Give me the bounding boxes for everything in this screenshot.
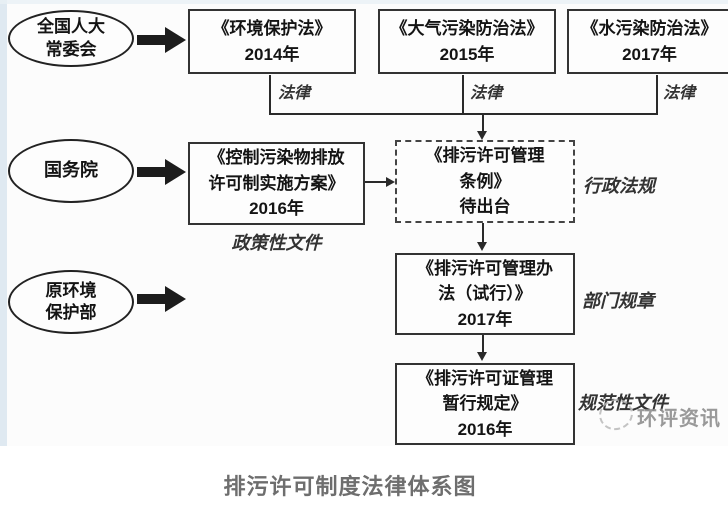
arrowhead-right-icon: [386, 177, 395, 187]
connector-regulation-to-measures: [482, 223, 484, 243]
diagram-image-area: 全国人大 常委会 《环境保护法》 2014年 《大气污染防治法》 2015年 《…: [0, 0, 728, 446]
watermark-text: 环评资讯: [637, 408, 721, 430]
box-water-pollution-law: 《水污染防治法》 2017年: [567, 9, 728, 74]
npc-label-line1: 全国人大: [37, 17, 105, 37]
arrowhead-down-icon: [477, 352, 487, 361]
policy-line1: 《控制污染物排放: [208, 148, 345, 168]
tag-normative-document: 规范性文件: [578, 393, 668, 413]
tag-law-3: 法律: [663, 85, 696, 102]
image-left-edge-tint: [0, 0, 7, 446]
connector-laws-join: [269, 113, 658, 115]
ellipse-state-council: 国务院: [8, 139, 134, 203]
connector-laws-to-regulation: [482, 115, 484, 132]
box-air-pollution-law: 《大气污染防治法》 2015年: [378, 9, 556, 74]
arrow-bar: [137, 294, 167, 304]
box-environmental-protection-law: 《环境保护法》 2014年: [188, 9, 356, 74]
arrow-head: [165, 286, 186, 312]
arrow-bar: [137, 35, 167, 45]
tag-law-1: 法律: [278, 85, 311, 102]
thick-right-arrow-icon: [137, 159, 186, 185]
connector-plan-to-regulation: [365, 181, 387, 183]
arrowhead-down-icon: [477, 242, 487, 251]
regulation-line1: 《排污许可管理: [425, 146, 545, 166]
tag-administrative-regulation: 行政法规: [583, 176, 655, 196]
connector-law1-drop: [269, 75, 271, 113]
connector-law3-drop: [656, 75, 658, 113]
law3-title: 《水污染防治法》: [581, 19, 718, 38]
box-permit-regulation-pending: 《排污许可管理 条例》 待出台: [395, 140, 575, 223]
law1-year: 2014年: [244, 44, 300, 64]
box-implementation-plan: 《控制污染物排放 许可制实施方案》 2016年: [188, 142, 365, 225]
normative-line3: 2016年: [457, 419, 513, 439]
former-mep-line1: 原环境: [45, 280, 97, 300]
thick-right-arrow-icon: [137, 286, 186, 312]
image-top-edge-tint: [0, 0, 728, 4]
law3-year: 2017年: [622, 44, 677, 64]
thick-right-arrow-icon: [137, 27, 186, 53]
law2-title: 《大气污染防治法》: [390, 19, 544, 38]
policy-line2: 许可制实施方案》: [208, 173, 345, 193]
dept-rule-line2: 法（试行）》: [438, 284, 532, 304]
ellipse-npc-standing-committee: 全国人大 常委会: [8, 10, 134, 67]
policy-line3: 2016年: [249, 199, 304, 219]
ellipse-former-mep: 原环境 保护部: [8, 270, 134, 334]
regulation-line3: 待出台: [459, 197, 511, 217]
box-permit-measures-trial: 《排污许可管理办 法（试行）》 2017年: [395, 253, 575, 335]
law2-year: 2015年: [439, 44, 495, 64]
connector-measures-to-interim: [482, 335, 484, 353]
normative-line1: 《排污许可证管理: [417, 368, 553, 388]
dept-rule-line1: 《排污许可管理办: [417, 258, 553, 278]
law1-title: 《环境保护法》: [212, 19, 332, 38]
arrowhead-down-icon: [477, 131, 487, 140]
normative-line2: 暂行规定》: [442, 394, 528, 414]
npc-label-line2: 常委会: [45, 39, 97, 59]
arrow-head: [165, 27, 186, 53]
tag-law-2: 法律: [470, 85, 503, 102]
tag-policy-document: 政策性文件: [231, 233, 322, 253]
dept-rule-line3: 2017年: [457, 309, 513, 329]
box-interim-provisions: 《排污许可证管理 暂行规定》 2016年: [395, 363, 575, 445]
state-council-label: 国务院: [44, 160, 98, 181]
tag-department-rule: 部门规章: [582, 291, 654, 311]
regulation-line2: 条例》: [459, 171, 511, 191]
arrow-bar: [137, 167, 167, 177]
former-mep-line2: 保护部: [45, 303, 97, 322]
connector-law2-drop: [462, 75, 464, 113]
diagram-caption: 排污许可制度法律体系图: [223, 474, 477, 499]
arrow-head: [165, 159, 186, 185]
